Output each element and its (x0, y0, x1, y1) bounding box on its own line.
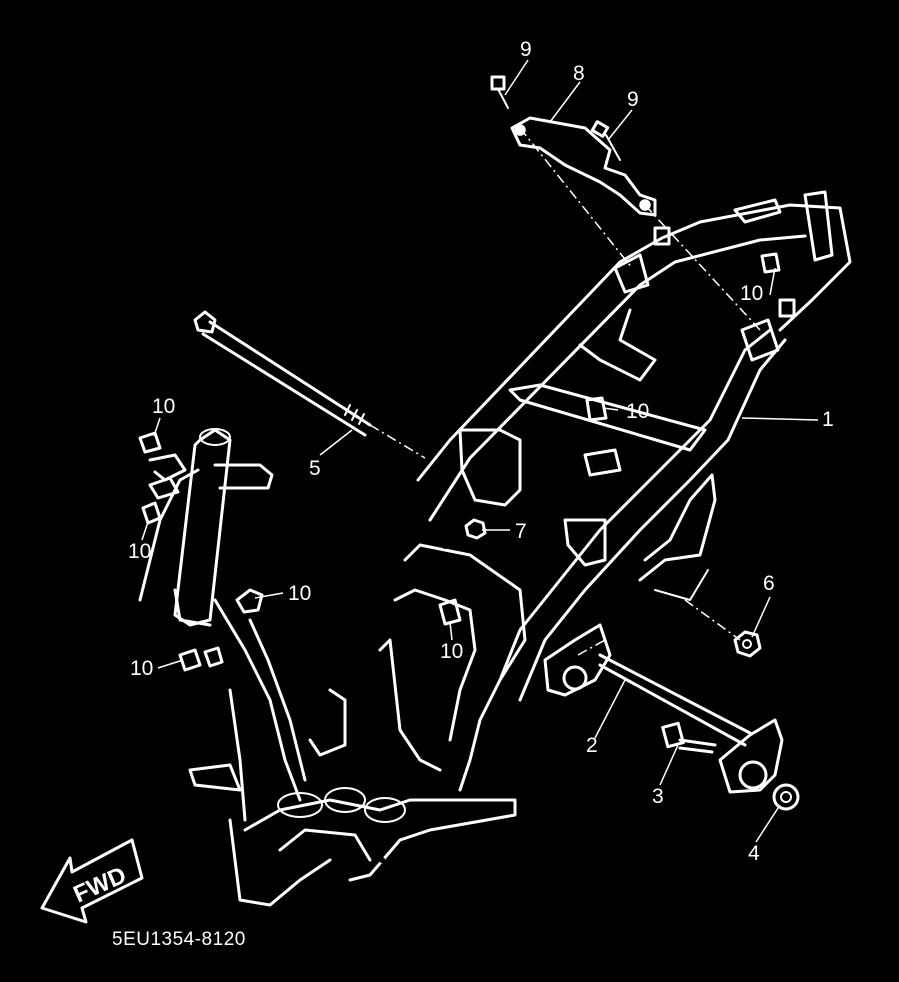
long-bolt-5 (193, 310, 372, 437)
bolt-9-upper (490, 75, 509, 109)
fwd-arrow: FWD (40, 838, 144, 924)
callout-4: 4 (748, 842, 760, 865)
bolt-9-lower (590, 120, 621, 161)
callout-7: 7 (515, 520, 527, 543)
clip-nut-10-head-low (141, 501, 162, 525)
clip-nut-10-center (438, 598, 462, 626)
nut-6 (733, 630, 762, 658)
callout-5: 5 (309, 457, 321, 480)
part-code: 5EU1354-8120 (112, 929, 246, 950)
callout-6: 6 (763, 572, 775, 595)
clip-nut-10-downtube-left (178, 646, 224, 672)
callout-10-downtube-left: 10 (130, 657, 153, 680)
callout-10-downtube-right: 10 (288, 582, 311, 605)
main-frame (138, 190, 852, 907)
callout-2: 2 (586, 734, 598, 757)
alignment-lines (369, 127, 761, 656)
callout-10-rear-top: 10 (740, 282, 763, 305)
bolt-3 (661, 721, 717, 754)
rear-bracket-8 (510, 116, 657, 217)
callout-10-center: 10 (440, 640, 463, 663)
engine-bracket-2 (543, 623, 784, 794)
leader-lines (141, 59, 819, 843)
clip-nut-10-rear-middle (585, 396, 608, 422)
callout-9-lower: 9 (627, 88, 639, 111)
clip-nut-10-rear-top (760, 252, 781, 274)
callout-1: 1 (822, 408, 834, 431)
nut-4 (772, 783, 800, 811)
clip-nut-10-downtube-right (235, 588, 264, 614)
callout-3: 3 (652, 785, 664, 808)
callout-10-rear-middle: 10 (626, 400, 649, 423)
callout-8: 8 (573, 62, 585, 85)
clip-nut-10-head-top (138, 431, 187, 500)
callout-10-head-top: 10 (152, 395, 175, 418)
callout-9-upper: 9 (520, 38, 532, 61)
nut-7 (464, 518, 487, 540)
callout-labels: 9 8 9 10 10 1 5 7 6 2 3 4 10 10 10 10 10 (128, 38, 834, 865)
callout-10-head-low: 10 (128, 540, 151, 563)
